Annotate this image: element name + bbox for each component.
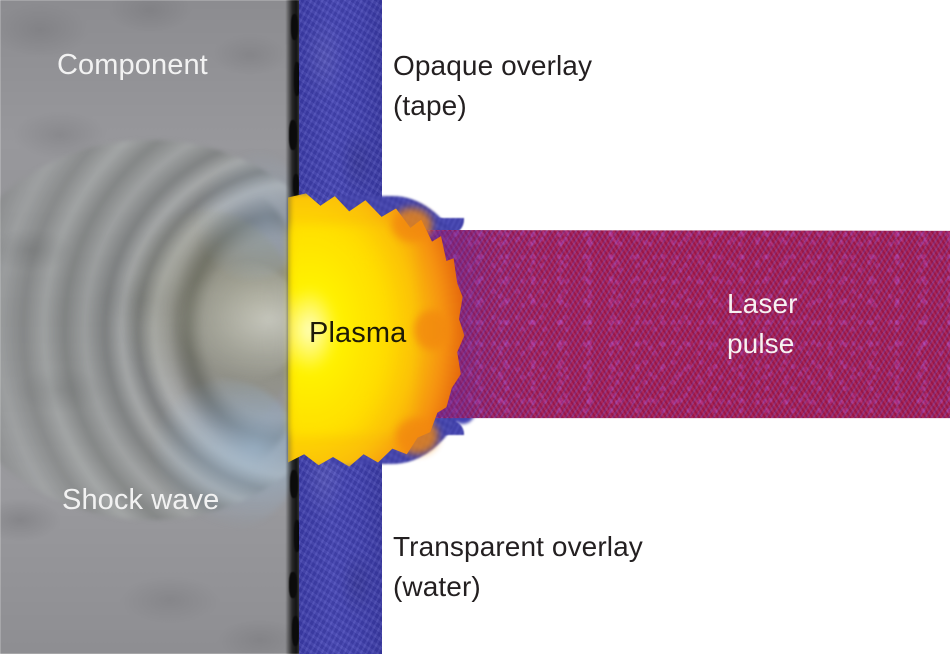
surface-speck: [290, 470, 298, 498]
shock-wave-blue-highlight-lower: [150, 380, 300, 530]
surface-speck: [289, 120, 297, 150]
laser-pulse-beam: [400, 229, 950, 419]
plasma-flare: [414, 310, 450, 350]
plasma-flare: [392, 208, 432, 242]
surface-speck: [292, 616, 299, 646]
shock-wave-region: [0, 0, 302, 654]
shock-wave-blue-highlight-upper: [196, 150, 302, 280]
surface-speck: [291, 14, 298, 40]
plasma-region: [288, 192, 468, 468]
plasma-label: Plasma: [309, 317, 407, 349]
shock-wave-label: Shock wave: [62, 484, 220, 516]
opaque-overlay-label: Opaque overlay (tape): [393, 50, 593, 121]
surface-speck: [289, 572, 297, 598]
surface-speck: [293, 174, 299, 196]
surface-speck: [294, 520, 300, 552]
transparent-overlay-label: Transparent overlay (water): [393, 531, 643, 602]
shock-wave-white-highlight: [178, 262, 302, 382]
laser-beam-speckle-texture: [400, 229, 950, 419]
plasma-flare: [396, 418, 438, 454]
laser-pulse-label: Laser pulse: [727, 288, 798, 359]
surface-speck: [294, 62, 300, 96]
plasma-hot-core: [292, 226, 416, 434]
component-label: Component: [57, 49, 208, 81]
opaque-overlay-tape-upper: [299, 0, 382, 232]
